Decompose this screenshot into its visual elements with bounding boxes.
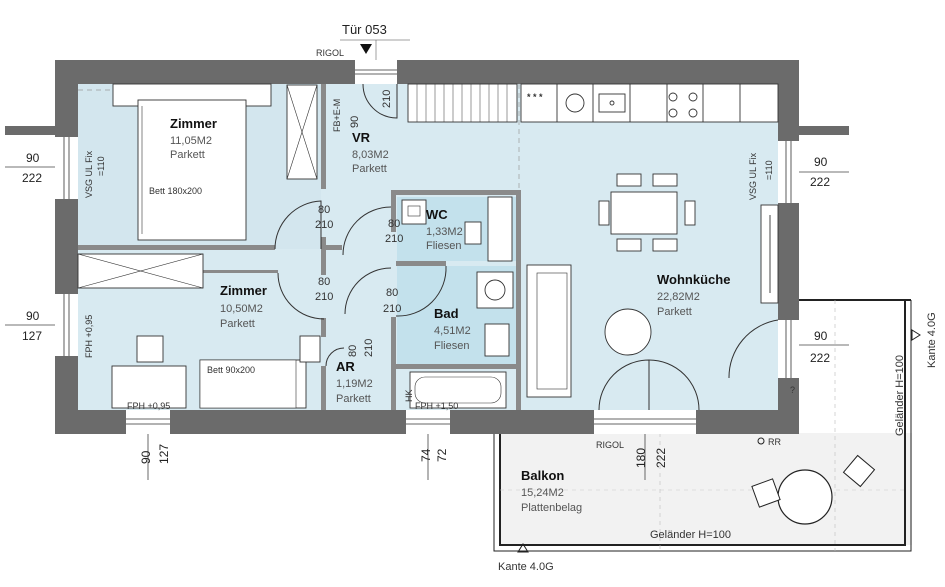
room-area: 10,50M2: [220, 303, 263, 315]
dimension-lines: [5, 39, 849, 480]
window-dimensions: 90 222 90 127 90 222 90 222 90 127 74 72…: [22, 151, 830, 468]
door-dimensions: 90 210 80 210 80 210 80 210 80 210 80 21…: [315, 90, 403, 357]
question-mark: ?: [790, 385, 795, 395]
room-floor: Fliesen: [426, 240, 461, 252]
room-vr: VR 8,03M2 Parkett: [352, 130, 389, 175]
room-zimmer-2: Zimmer 10,50M2 Parkett: [220, 283, 267, 330]
bed-label: Bett 180x200: [149, 186, 202, 196]
room-area: 8,03M2: [352, 149, 389, 161]
window-width: 90: [139, 450, 153, 464]
fph-label: FPH +1,50: [415, 401, 458, 411]
door-height: 210: [385, 233, 403, 245]
room-name: Bad: [434, 306, 459, 321]
room-floor: Parkett: [657, 306, 692, 318]
room-zimmer-1: Zimmer 11,05M2 Parkett: [170, 116, 217, 161]
vsg-value: =110: [764, 160, 774, 180]
window-width: 180: [634, 448, 648, 468]
door-width: 80: [318, 204, 330, 216]
room-floor: Parkett: [220, 318, 255, 330]
window-height: 127: [22, 329, 42, 343]
door-width: 80: [386, 287, 398, 299]
door-swings: [274, 83, 779, 411]
room-name: Balkon: [521, 468, 564, 483]
dashed-lines: [78, 84, 520, 190]
rigol-label: RIGOL: [596, 440, 624, 450]
door-height: 210: [363, 339, 375, 357]
room-name: WC: [426, 207, 448, 222]
room-floor: Parkett: [336, 393, 371, 405]
window-height: 222: [22, 171, 42, 185]
stove-marks: * * *: [527, 92, 543, 102]
room-name: Zimmer: [220, 283, 267, 298]
window-openings: [55, 60, 799, 434]
kante-marker-right: [911, 329, 921, 341]
fb-label: FB+E-M: [332, 99, 342, 132]
room-wohnkueche: Wohnküche 22,82M2 Parkett: [657, 272, 730, 318]
room-bad: Bad 4,51M2 Fliesen: [434, 306, 471, 352]
kante-marker-bottom: [517, 543, 529, 553]
room-area: 1,33M2: [426, 226, 463, 238]
window-height: 222: [810, 175, 830, 189]
edge-label: Kante 4.0G: [498, 561, 554, 573]
room-area: 15,24M2: [521, 487, 564, 499]
window-height: 127: [157, 444, 171, 464]
fph-label: FPH +0,95: [84, 315, 94, 358]
vsg-label: VSG UL Fix: [748, 152, 758, 200]
room-floor: Parkett: [352, 163, 387, 175]
room-area: 4,51M2: [434, 325, 471, 337]
room-labels: Zimmer 11,05M2 Parkett VR 8,03M2 Parkett…: [170, 116, 730, 514]
window-height: 222: [810, 351, 830, 365]
hk-label: HK: [404, 389, 414, 402]
window-width: 90: [814, 155, 828, 169]
window-height: 72: [435, 448, 449, 462]
rr-label: RR: [768, 437, 781, 447]
door-height: 210: [315, 219, 333, 231]
door-number-label: Tür 053: [342, 22, 387, 37]
window-height: 222: [654, 448, 668, 468]
door-height: 210: [315, 291, 333, 303]
railing-label: Geländer H=100: [894, 355, 906, 436]
fph-label: FPH +0,95: [127, 401, 170, 411]
railing-label: Geländer H=100: [650, 529, 731, 541]
bed-label: Bett 90x200: [207, 365, 255, 375]
room-floor: Parkett: [170, 149, 205, 161]
room-floor: Plattenbelag: [521, 502, 582, 514]
door-height: 210: [381, 90, 393, 108]
window-width: 90: [26, 309, 40, 323]
door-height: 210: [383, 303, 401, 315]
room-name: Wohnküche: [657, 272, 730, 287]
vsg-value: =110: [96, 156, 106, 176]
room-name: Zimmer: [170, 116, 217, 131]
furniture: [77, 83, 779, 409]
room-area: 1,19M2: [336, 378, 373, 390]
vsg-label: VSG UL Fix: [84, 150, 94, 198]
edge-label: Kante 4.0G: [926, 312, 938, 368]
room-floor: Fliesen: [434, 340, 469, 352]
room-name: AR: [336, 359, 355, 374]
room-wc: WC 1,33M2 Fliesen: [426, 207, 463, 252]
door-width: 80: [347, 345, 359, 357]
window-width: 90: [26, 151, 40, 165]
door-width: 80: [318, 276, 330, 288]
door-width: 90: [349, 116, 361, 128]
annotations: Tür 053 Bett 180x200 Bett 90x200 RIGOL R…: [84, 22, 938, 573]
window-width: 74: [419, 448, 433, 462]
room-area: 22,82M2: [657, 291, 700, 303]
room-area: 11,05M2: [170, 135, 212, 147]
room-balkon: Balkon 15,24M2 Plattenbelag: [521, 468, 582, 514]
door-width: 80: [388, 218, 400, 230]
room-ar: AR 1,19M2 Parkett: [336, 359, 373, 405]
entry-arrow: [360, 44, 372, 54]
room-name: VR: [352, 130, 371, 145]
window-width: 90: [814, 329, 828, 343]
rigol-label: RIGOL: [316, 48, 344, 58]
